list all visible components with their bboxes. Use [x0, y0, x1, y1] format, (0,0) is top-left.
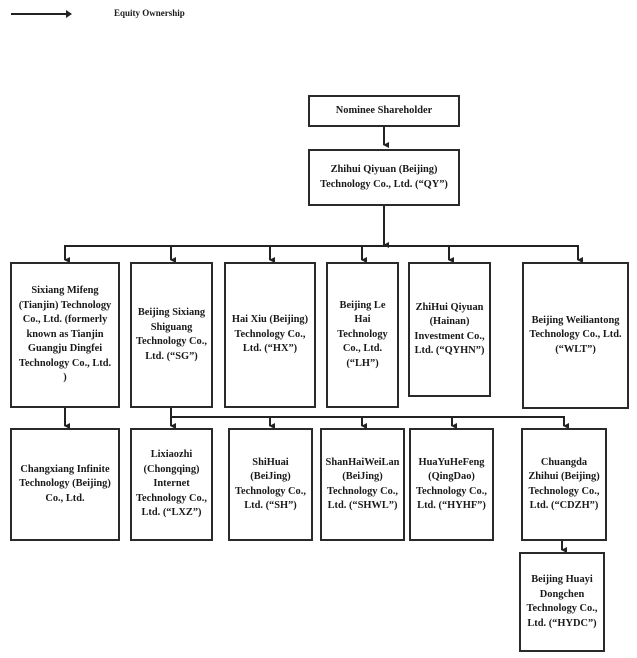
node-hyhf: HuaYuHeFeng (QingDao) Technology Co., Lt…: [409, 428, 494, 541]
node-lxz: Lixiaozhi (Chongqing) Internet Technolog…: [130, 428, 213, 541]
node-cdzh: Chuangda Zhihui (Beijing) Technology Co.…: [521, 428, 607, 541]
node-qyhn: ZhiHui Qiyuan (Hainan) Investment Co., L…: [408, 262, 491, 397]
node-sh: ShiHuai (BeiJing) Technology Co., Ltd. (…: [228, 428, 313, 541]
node-label: Sixiang Mifeng (Tianjin) Technology Co.,…: [18, 285, 112, 384]
node-label: Beijing Weiliantong Technology Co., Ltd.…: [529, 314, 622, 355]
node-label: Beijing Le Hai Technology Co., Ltd. (“LH…: [337, 299, 388, 369]
node-label: ShanHaiWeiLan (BeiJing) Technology Co., …: [325, 456, 400, 512]
node-lh: Beijing Le Hai Technology Co., Ltd. (“LH…: [326, 262, 399, 408]
node-label: Beijing Sixiang Shiguang Technology Co.,…: [136, 307, 207, 362]
node-label: Zhihui Qiyuan (Beijing) Technology Co., …: [320, 164, 448, 190]
node-hx: Hai Xiu (Beijing) Technology Co., Ltd. (…: [224, 262, 316, 408]
node-qy: Zhihui Qiyuan (Beijing) Technology Co., …: [308, 149, 460, 206]
node-shwl: ShanHaiWeiLan (BeiJing) Technology Co., …: [320, 428, 405, 541]
node-label: Changxiang Infinite Technology (Beijing)…: [19, 463, 111, 504]
node-label: Beijing Huayi Dongchen Technology Co., L…: [526, 574, 598, 629]
arrow-right-icon: [11, 13, 68, 15]
legend-label: Equity Ownership: [114, 8, 185, 18]
node-changxiang: Changxiang Infinite Technology (Beijing)…: [10, 428, 120, 541]
node-label: ShiHuai (BeiJing) Technology Co., Ltd. (…: [235, 456, 306, 512]
node-label: Nominee Shareholder: [335, 104, 433, 116]
node-label: Chuangda Zhihui (Beijing) Technology Co.…: [528, 456, 600, 512]
node-label: Lixiaozhi (Chongqing) Internet Technolog…: [136, 449, 207, 519]
node-nominee-shareholder: Nominee Shareholder: [308, 95, 460, 127]
node-hydc: Beijing Huayi Dongchen Technology Co., L…: [519, 552, 605, 652]
node-label: HuaYuHeFeng (QingDao) Technology Co., Lt…: [416, 456, 487, 512]
arrowhead-icon: [66, 10, 72, 18]
node-label: ZhiHui Qiyuan (Hainan) Investment Co., L…: [414, 301, 485, 357]
node-sg: Beijing Sixiang Shiguang Technology Co.,…: [130, 262, 213, 408]
node-label: Hai Xiu (Beijing) Technology Co., Ltd. (…: [231, 314, 309, 355]
node-wlt: Beijing Weiliantong Technology Co., Ltd.…: [522, 262, 629, 409]
node-sixiang-mifeng: Sixiang Mifeng (Tianjin) Technology Co.,…: [10, 262, 120, 408]
